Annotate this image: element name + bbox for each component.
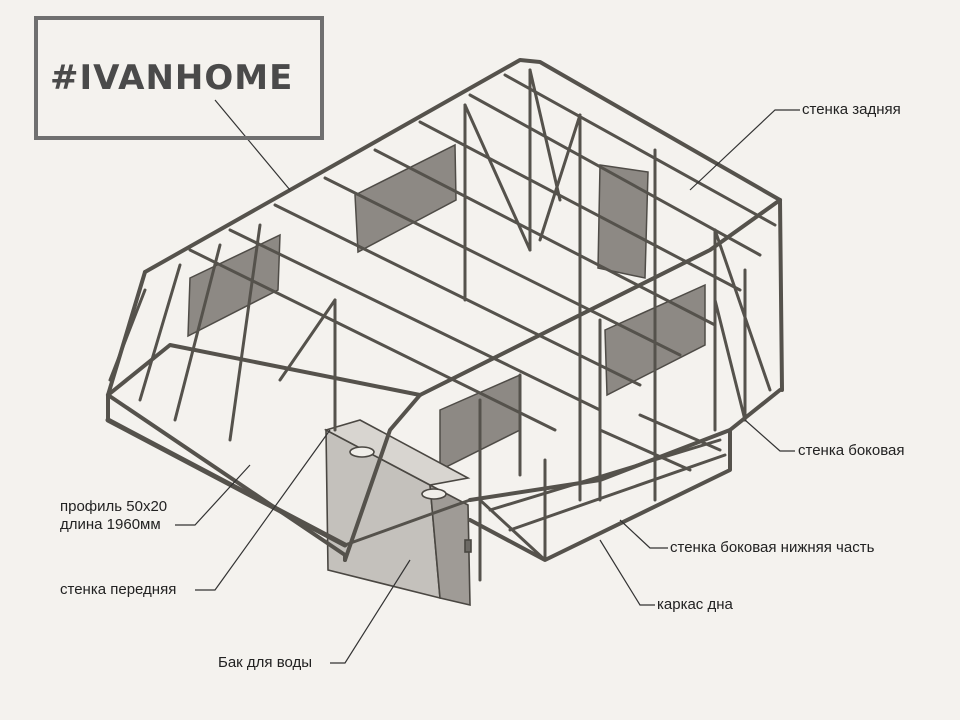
label-profile-line2: длина 1960мм xyxy=(60,516,161,533)
leader-front-wall xyxy=(195,429,331,591)
panel-rear-door xyxy=(597,164,649,279)
tank-side xyxy=(429,483,471,607)
label-bottom-frame: каркас дна xyxy=(657,596,733,613)
leader-side-wall-lower xyxy=(619,519,668,549)
tank-cap-1 xyxy=(349,446,375,458)
leader-logo xyxy=(214,99,291,191)
water-tank xyxy=(323,419,472,607)
panel-left-mid xyxy=(354,143,457,254)
panel-left-rear xyxy=(187,233,281,338)
logo-text: #IVANHOME xyxy=(50,58,294,98)
label-side-wall: стенка боковая xyxy=(798,442,905,459)
leader-water-tank xyxy=(330,559,411,664)
label-side-wall-lower: стенка боковая нижняя часть xyxy=(670,539,875,556)
label-rear-wall: стенка задняя xyxy=(802,101,901,118)
tank-cap-2 xyxy=(421,488,447,500)
tank-valve xyxy=(464,539,472,553)
label-water-tank: Бак для воды xyxy=(218,654,313,671)
frame-tubes xyxy=(105,58,784,582)
leader-lines xyxy=(175,99,800,664)
panels xyxy=(187,143,706,472)
tank-top xyxy=(323,419,471,486)
label-profile-line1: профиль 50х20 xyxy=(60,498,168,515)
label-front-wall: стенка передняя xyxy=(60,581,177,598)
leader-bottom-frame xyxy=(599,539,655,606)
leader-rear-wall xyxy=(689,109,800,191)
leader-side-wall xyxy=(744,419,795,452)
leader-profile xyxy=(175,464,251,526)
logo-box: #IVANHOME xyxy=(34,16,324,140)
